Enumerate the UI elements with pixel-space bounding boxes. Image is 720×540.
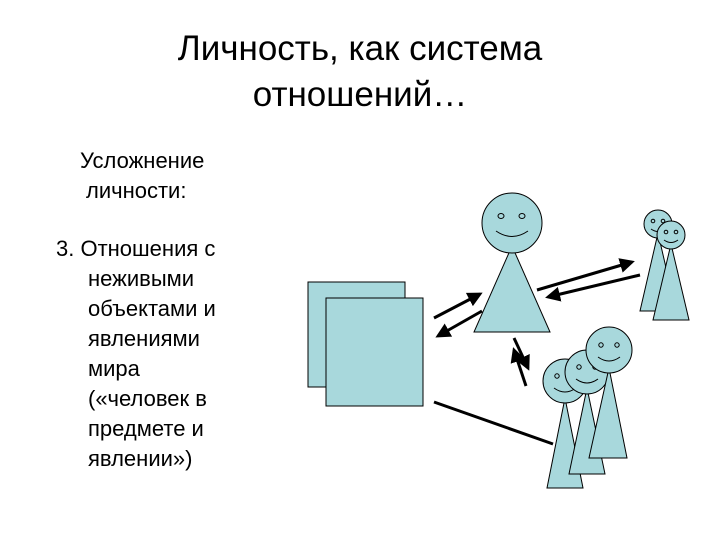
object-square-front xyxy=(325,297,424,407)
subheading: Усложнение личности: xyxy=(56,146,296,206)
item-line-7: предмете и xyxy=(88,416,204,441)
subheading-line-1: Усложнение xyxy=(80,148,205,173)
arrow-person-to-object xyxy=(435,309,483,338)
line-object-to-group xyxy=(433,400,554,446)
arrow-object-to-person xyxy=(433,292,483,320)
item-line-4: явлениями xyxy=(88,326,200,351)
arrow-pair-to-person xyxy=(545,273,641,302)
body-text: Усложнение личности: 3. Отношения с нежи… xyxy=(56,146,296,474)
arrow-group-to-person xyxy=(510,347,528,387)
slide-title: Личность, как система отношений… xyxy=(0,26,720,118)
subheading-line-2: личности: xyxy=(86,178,187,203)
title-line-2: отношений… xyxy=(252,75,468,114)
item-line-1: 3. Отношения с xyxy=(56,236,216,261)
item-line-3: объектами и xyxy=(88,296,216,321)
person-center xyxy=(473,192,551,333)
person-group-3 xyxy=(585,326,633,459)
arrow-person-to-pair xyxy=(536,258,635,292)
list-item: 3. Отношения с неживыми объектами и явле… xyxy=(56,234,296,474)
person-pair-front xyxy=(652,220,690,321)
item-line-5: мира xyxy=(88,356,140,381)
item-line-8: явлении») xyxy=(88,446,193,471)
item-line-2: неживыми xyxy=(88,266,195,291)
title-line-1: Личность, как система xyxy=(177,29,543,68)
item-line-6: («человек в xyxy=(88,386,207,411)
